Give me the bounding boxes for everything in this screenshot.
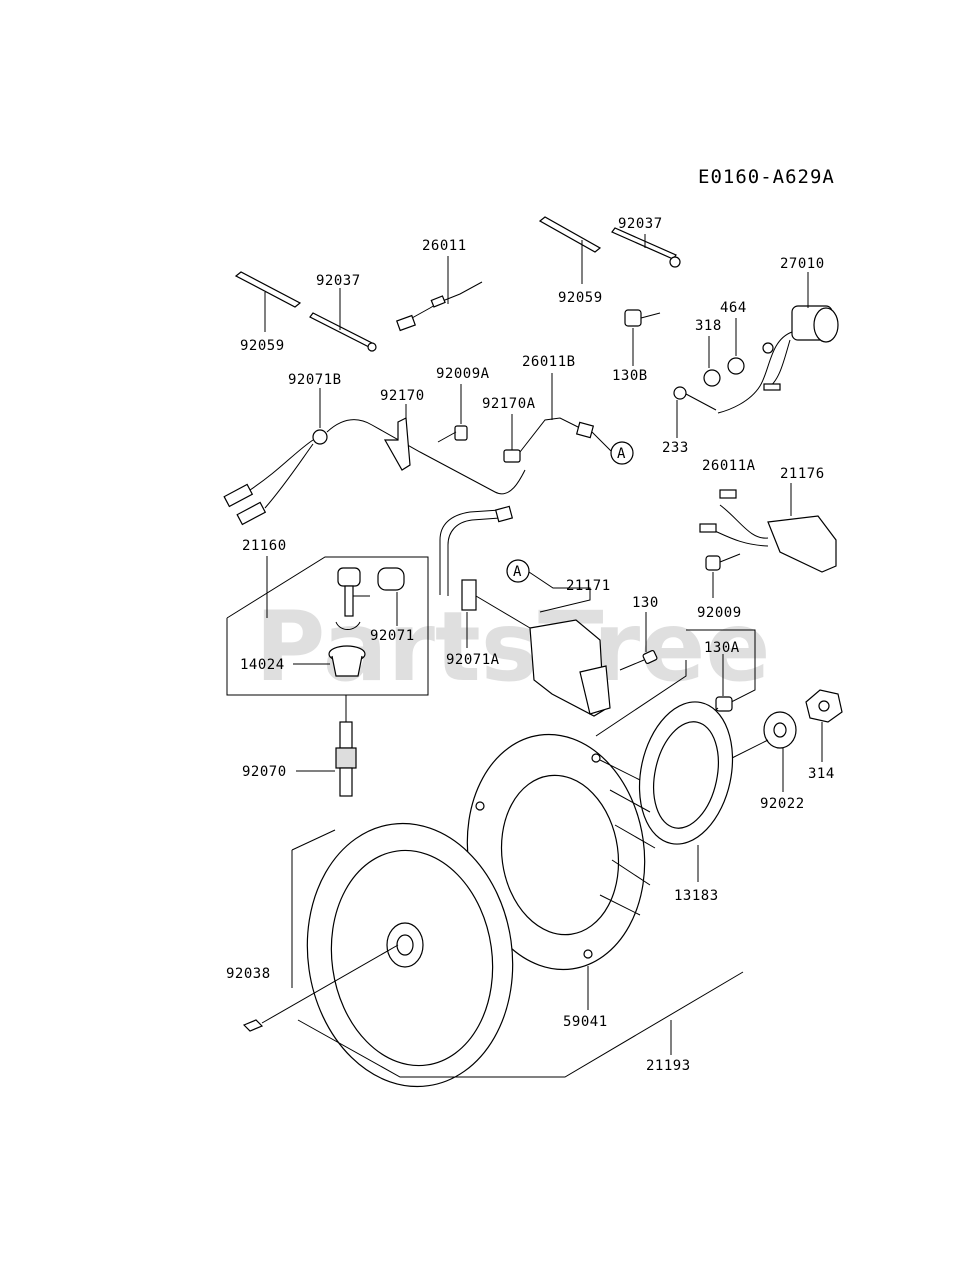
label-92009: 92009 — [697, 605, 742, 621]
label-92059-top: 92059 — [558, 290, 603, 306]
label-59041: 59041 — [563, 1014, 608, 1030]
cap-21160 — [335, 567, 370, 630]
fan-59041 — [466, 733, 656, 971]
label-233: 233 — [662, 440, 689, 456]
label-92170A: 92170A — [482, 396, 536, 412]
cap-14024 — [328, 645, 366, 677]
label-26011: 26011 — [422, 238, 467, 254]
label-27010: 27010 — [780, 256, 825, 272]
label-21176: 21176 — [780, 466, 825, 482]
harness-92071B — [223, 419, 526, 526]
washer-464 — [727, 357, 745, 375]
spark-plug-92070 — [335, 721, 357, 797]
label-92071B: 92071B — [288, 372, 342, 388]
label-464: 464 — [720, 300, 747, 316]
label-92070: 92070 — [242, 764, 287, 780]
switch-27010 — [717, 305, 839, 414]
flywheel-21193 — [306, 822, 514, 1088]
rod-92037-top — [611, 227, 681, 268]
nut-318 — [703, 369, 721, 387]
washer-92022 — [763, 711, 797, 749]
screw-233 — [673, 386, 717, 411]
plug-wire-26011 — [396, 281, 483, 332]
label-13183: 13183 — [674, 888, 719, 904]
label-26011A: 26011A — [702, 458, 756, 474]
plate-13183 — [638, 701, 734, 845]
bolt-130B — [624, 309, 661, 327]
callout-a-top: A — [617, 446, 626, 462]
label-314: 314 — [808, 766, 835, 782]
bolt-92009A — [437, 425, 468, 443]
label-92037-left: 92037 — [316, 273, 361, 289]
label-26011B: 26011B — [522, 354, 576, 370]
callout-a-mid: A — [513, 564, 522, 580]
label-318: 318 — [695, 318, 722, 334]
label-14024: 14024 — [240, 657, 285, 673]
label-92170: 92170 — [380, 388, 425, 404]
nut-314 — [805, 689, 843, 723]
boot-92071 — [377, 567, 405, 591]
rod-92037-left — [309, 312, 377, 352]
module-21176 — [699, 489, 837, 573]
rod-92059-left — [234, 271, 302, 308]
label-92038: 92038 — [226, 966, 271, 982]
label-130B: 130B — [612, 368, 648, 384]
label-92009A: 92009A — [436, 366, 490, 382]
watermark: PartsTree — [255, 591, 770, 703]
coil-21171 — [439, 505, 611, 717]
bolt-92009 — [705, 553, 741, 571]
bracket-92170 — [383, 417, 411, 471]
label-130: 130 — [632, 595, 659, 611]
label-130A: 130A — [704, 640, 740, 656]
key-92038 — [242, 944, 399, 1032]
label-92059-left: 92059 — [240, 338, 285, 354]
bolt-130 — [619, 649, 658, 671]
label-92071A: 92071A — [446, 652, 500, 668]
diagram-code: E0160-A629A — [698, 166, 835, 188]
label-21160: 21160 — [242, 538, 287, 554]
label-92022: 92022 — [760, 796, 805, 812]
label-92037-top: 92037 — [618, 216, 663, 232]
label-21171: 21171 — [566, 578, 611, 594]
label-21193: 21193 — [646, 1058, 691, 1074]
clip-92170A — [503, 449, 521, 463]
rod-92059-top — [538, 216, 602, 253]
label-92071: 92071 — [370, 628, 415, 644]
